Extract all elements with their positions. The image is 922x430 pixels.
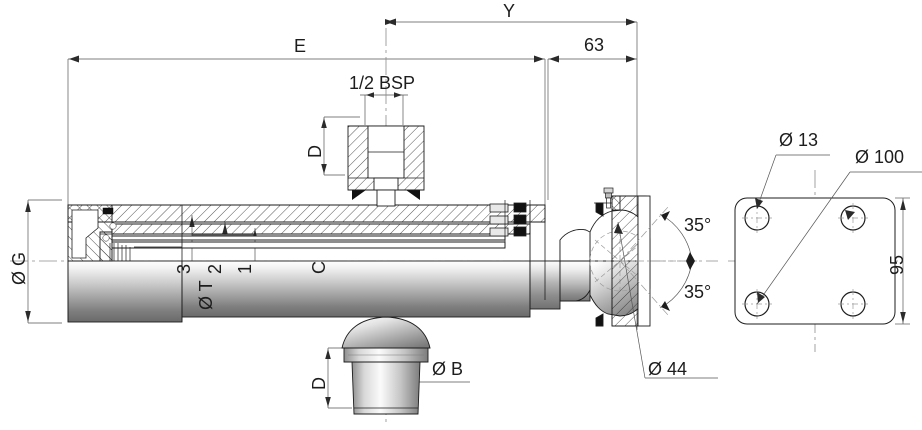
dim-label-bsp: 1/2 BSP [349, 73, 416, 93]
angle-label-lower: 35° [684, 282, 712, 302]
seal-b [489, 215, 509, 225]
trunnion-dome [341, 316, 431, 349]
leader-diam100 [756, 171, 922, 305]
endcap-cavity [71, 209, 99, 259]
flange-label-95: 95 [887, 254, 907, 275]
barrel-stage3 [181, 260, 531, 318]
swing-angle-arrowheads [661, 211, 695, 311]
oring-1 [109, 222, 117, 230]
tube-inner-wall-hatched [111, 223, 531, 235]
leader-diam44-arrow [614, 223, 623, 234]
leader-diam13-arrow [755, 198, 763, 209]
cylinder-body-shaded [67, 260, 591, 323]
gland-stack-left [100, 233, 182, 261]
dim-label-D-bottom: D [309, 377, 329, 390]
angle-label-upper: 35° [684, 215, 712, 235]
label-stage-1: 1 [235, 263, 255, 274]
tube-outer-wall-hatched [67, 204, 546, 223]
dim-label-diamG: Ø G [9, 251, 29, 285]
leader-diam13 [756, 154, 830, 209]
stage-step-lines [67, 205, 561, 322]
dimension-lines [67, 19, 638, 330]
dim-label-D-top: D [305, 145, 325, 158]
flange-end-view [734, 197, 896, 325]
flange-label-diam100: Ø 100 [855, 147, 905, 167]
top-bsp-port [347, 125, 425, 207]
cylinder-section-upper [67, 204, 546, 249]
dim-label-diam44: Ø 44 [648, 359, 688, 379]
port-neck [373, 177, 399, 191]
seal-b-dark [513, 214, 527, 225]
waist-upper [559, 229, 591, 262]
seal-a-dark [513, 202, 527, 213]
seal-pack-right [489, 200, 531, 261]
label-stage-2: 2 [205, 263, 225, 274]
dim-95 [895, 197, 910, 325]
bottom-trunnion [341, 316, 431, 415]
barrel-stage3-outer [67, 260, 183, 323]
dim-label-Y: Y [503, 1, 516, 21]
dim-diamG [27, 199, 62, 324]
seal-c-dark [513, 226, 527, 237]
port-throat [376, 189, 396, 207]
seal-c [489, 227, 509, 237]
waist-lower [559, 260, 591, 302]
dim-bsp [360, 94, 408, 125]
port-weld-fillets [352, 190, 420, 200]
leader-diam44 [617, 221, 718, 379]
dim-label-E: E [294, 36, 307, 56]
retainer-wedge-upper [595, 202, 604, 217]
seal-a [489, 203, 509, 213]
label-stage-3: 3 [174, 263, 194, 274]
flange-lug [611, 195, 621, 211]
flange-label-diam13: Ø 13 [779, 130, 819, 150]
dim-label-diamB: Ø B [432, 359, 464, 379]
seal-group-left [102, 207, 117, 242]
bore-gap-1 [111, 235, 506, 241]
dim-label-C: C [309, 261, 329, 274]
dim-label-diamT: Ø T [196, 280, 216, 310]
oring-2 [102, 234, 110, 242]
retainer-wedge-lower [595, 313, 604, 327]
seal-block-1 [102, 207, 114, 215]
dim-label-63: 63 [584, 35, 605, 55]
left-end-cap [67, 204, 113, 262]
trunnion-spigot [351, 361, 421, 415]
dim-arrows [69, 18, 636, 63]
